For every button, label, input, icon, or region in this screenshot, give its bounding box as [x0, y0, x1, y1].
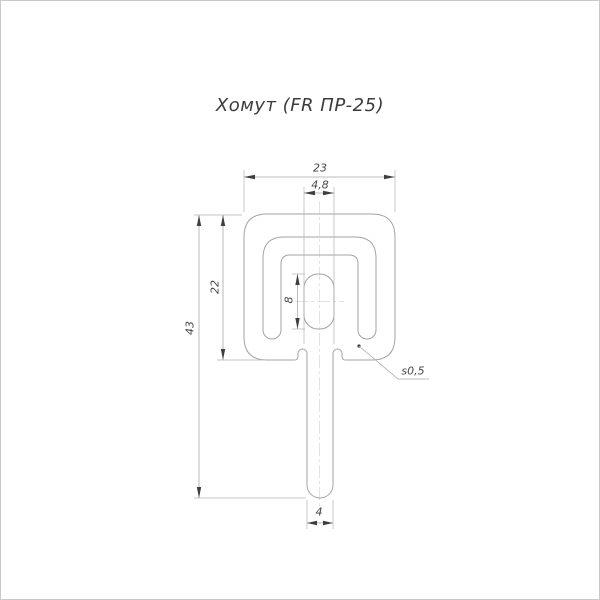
arrow-overall-height-top: [196, 215, 202, 226]
arrow-hole-height-top: [295, 274, 300, 285]
arrow-overall-height-bottom: [196, 487, 202, 498]
dim-label-hole-height: 8: [282, 296, 296, 304]
slot-cutout: [262, 236, 377, 340]
dim-label-head-height: 22: [208, 280, 222, 294]
drawing-title: Хомут (FR ПР-25): [215, 95, 385, 116]
arrow-stem-width-left: [307, 520, 317, 526]
arrow-stem-width-right: [323, 520, 333, 526]
arrow-head-height-top: [220, 215, 226, 226]
profile-outline: [243, 213, 396, 499]
arrow-head-width-left: [244, 174, 255, 180]
arrow-head-height-bottom: [220, 349, 226, 360]
dim-label-stem-width: 4: [315, 505, 323, 519]
dim-label-overall-height: 43: [183, 321, 197, 335]
arrow-hole-width-right: [323, 190, 334, 196]
arrow-hole-height-bottom: [295, 318, 300, 329]
thickness-leader-line: [358, 345, 429, 380]
arrow-head-width-right: [384, 174, 395, 180]
dim-label-wall-thickness: s0,5: [401, 364, 425, 378]
dim-label-head-width: 23: [313, 161, 327, 175]
dim-label-hole-width: 4,8: [311, 178, 329, 192]
arrow-hole-width-left: [304, 190, 315, 196]
